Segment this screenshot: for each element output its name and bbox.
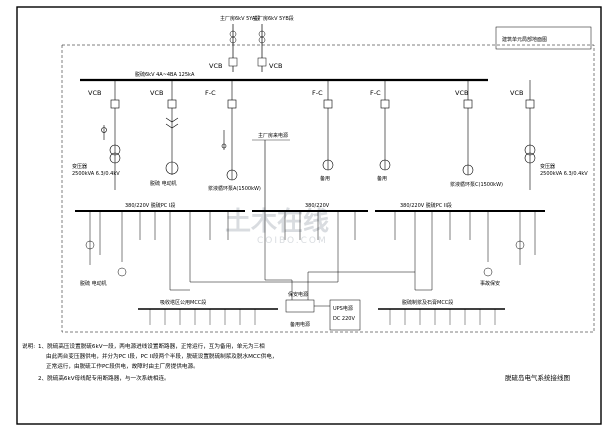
ups-panel: [329, 299, 361, 331]
fc-load-4-label: 浆液循环泵C(1500kW): [450, 181, 503, 188]
notes-heading: 说明:: [22, 342, 35, 350]
notes-block: 说明: 1、脱硫高压设置脱硫6kV一段，两电源进线设置断路器，正常运行，互为备用…: [22, 342, 277, 382]
feeder-1-label: 主厂房6kV 5YA段: [220, 15, 260, 22]
mcc-feed-lines: [169, 268, 433, 300]
lv-bus-3-label: 380/220V 脱硫PC II段: [400, 202, 452, 209]
title-block-label: 建筑单元局部地面图: [502, 36, 547, 43]
feeder-1-vcb: VCB: [209, 62, 222, 70]
transformer-left-label: 变压器: [72, 163, 87, 170]
outer-frame: [16, 6, 602, 425]
lv-bus-1-label: 380/220V 脱硫PC I段: [125, 202, 175, 209]
mcc-1-label: 吸收塔区公用MCC段: [160, 299, 206, 306]
ups-label: UPS电源: [333, 305, 353, 312]
fc-load-2-label: 备用: [320, 175, 330, 182]
emergency-panel: [285, 299, 315, 313]
mcc-drops: [149, 309, 496, 325]
fc-load-1-label: 浆液循环泵A(1500kW): [208, 185, 261, 192]
transformer-right-label: 变压器: [540, 163, 555, 170]
vcb-label-4: VCB: [510, 89, 523, 97]
lv-outgoing-feeders: [85, 211, 536, 280]
feeder-drops: [101, 80, 536, 210]
emergency-accident-label: 事故保安: [480, 280, 500, 287]
feeder-2-label: 主厂房6kV 5YB段: [253, 15, 294, 22]
dc-label: DC 220V: [333, 316, 355, 322]
notes-line-1: 1、脱硫高压设置脱硫6kV一段，两电源进线设置断路器，正常运行，互为备用，单元为…: [38, 342, 265, 350]
fc-label-3: F-C: [370, 89, 381, 97]
diagram-boundary: [61, 44, 595, 333]
incoming-feeder-2: 主厂房6kV 5YB段 VCB: [253, 15, 294, 72]
title-block-box: [495, 26, 592, 50]
feeder-breaker-labels: VCB VCB F-C F-C F-C VCB VCB: [88, 89, 523, 97]
notes-line-3: 正常运行，由脱硫工作PC段供电，故障时由主厂房提供电源。: [46, 362, 199, 370]
lv-motor-label: 脱硫 电动机: [80, 280, 107, 287]
backup-power-label: 备用电源: [290, 321, 310, 328]
fc-label-2: F-C: [312, 89, 323, 97]
motor-left-label: 脱硫 电动机: [150, 180, 177, 187]
notes-line-2: 由此两台变压器供电，并分为PC I段，PC II段两个半段，脱硫设置脱硫制浆及脱…: [46, 352, 277, 360]
vcb-label-2: VCB: [150, 89, 163, 97]
mid-feed-label: 主厂房来电源: [258, 132, 288, 139]
feeder-2-vcb: VCB: [269, 62, 282, 70]
hv-bus-label: 脱硫6kV 4A~4BA 125kA: [135, 71, 195, 78]
vcb-label-1: VCB: [88, 89, 101, 97]
transformer-right-spec: 2500kVA 6.3/0.4kV: [540, 171, 588, 177]
notes-line-4: 2、脱硫高6kV母线配专用断路器，与一次系统相连。: [38, 374, 170, 382]
transformer-left-spec: 2500kVA 6.3/0.4kV: [72, 171, 120, 177]
vcb-label-3: VCB: [455, 89, 468, 97]
watermark-sub: COIBO.COM: [257, 236, 328, 246]
drawing-title: 脱硫岛电气系统接线图: [505, 373, 570, 382]
fc-label-1: F-C: [205, 89, 216, 97]
incoming-feeder-1: 主厂房6kV 5YA段 VCB: [209, 15, 260, 72]
lv-bus-2-label: 380/220V: [305, 203, 330, 209]
emergency-label: 保安电源: [288, 291, 308, 298]
mcc-2-label: 脱硫制浆及石膏MCC段: [402, 299, 453, 306]
fc-load-3-label: 备用: [377, 175, 387, 182]
